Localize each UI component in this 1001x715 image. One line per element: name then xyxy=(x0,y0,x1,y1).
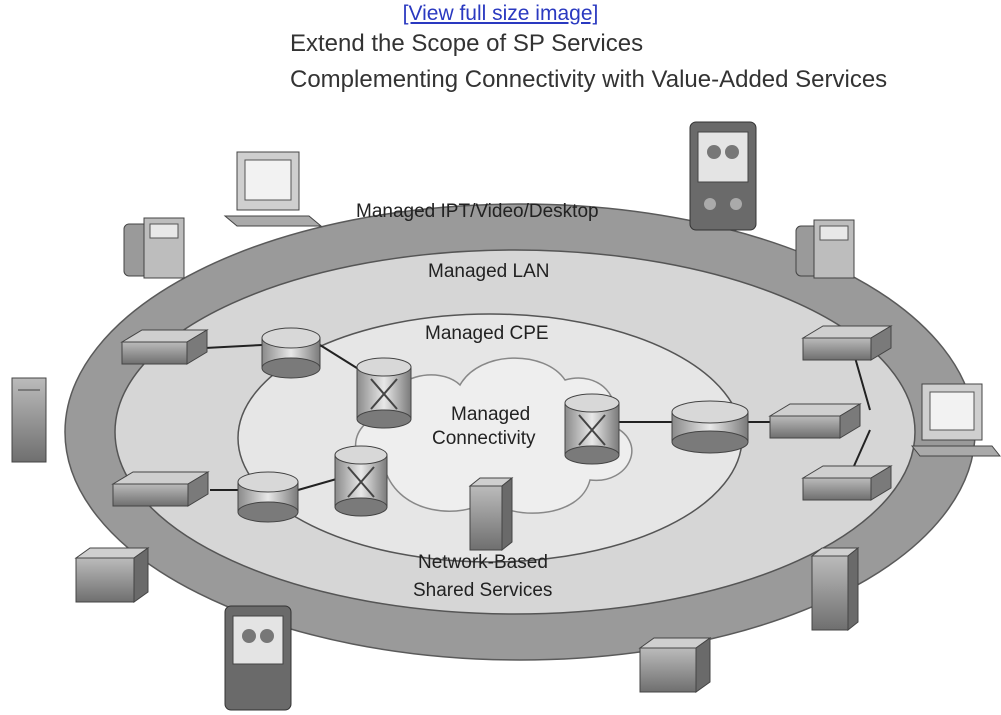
diagram-subtitle: Complementing Connectivity with Value-Ad… xyxy=(290,66,888,93)
core-router-icon xyxy=(356,357,412,429)
outer-ring-label: Managed IPT/Video/Desktop xyxy=(356,201,599,222)
cpe-router-icon xyxy=(237,471,299,523)
core-label-line1: Managed xyxy=(451,404,530,425)
view-full-size-link[interactable]: [View full size image] xyxy=(402,2,599,25)
desktop-computer-icon xyxy=(910,383,1001,457)
cpe-router-icon xyxy=(261,327,321,379)
lan-ring-label: Managed LAN xyxy=(428,261,549,282)
shared-services-label-line1: Network-Based xyxy=(418,552,548,573)
core-router-icon xyxy=(334,445,388,517)
video-endpoint-icon xyxy=(689,121,757,231)
ip-phone-icon xyxy=(795,219,855,279)
core-label-line2: Connectivity xyxy=(432,428,536,449)
diagram-title: Extend the Scope of SP Services xyxy=(290,30,644,57)
cpe-router-icon xyxy=(671,400,749,454)
desktop-computer-icon xyxy=(223,151,323,227)
tower-server-icon xyxy=(11,377,47,463)
lan-switch-icon xyxy=(801,465,893,501)
ip-phone-icon xyxy=(123,217,185,279)
tower-server-icon xyxy=(810,546,860,632)
lan-switch-icon xyxy=(111,471,210,507)
cpe-ring-label: Managed CPE xyxy=(425,323,549,344)
video-endpoint-icon xyxy=(224,605,292,711)
lan-switch-icon xyxy=(768,403,862,439)
shared-services-label-line2: Shared Services xyxy=(413,580,552,601)
printer-icon xyxy=(74,547,150,603)
core-router-icon xyxy=(564,393,620,465)
lan-switch-icon xyxy=(801,325,893,361)
printer-icon xyxy=(638,637,712,693)
connection-lines xyxy=(204,339,871,491)
shared-server-icon xyxy=(468,476,514,552)
lan-switch-icon xyxy=(120,329,209,365)
